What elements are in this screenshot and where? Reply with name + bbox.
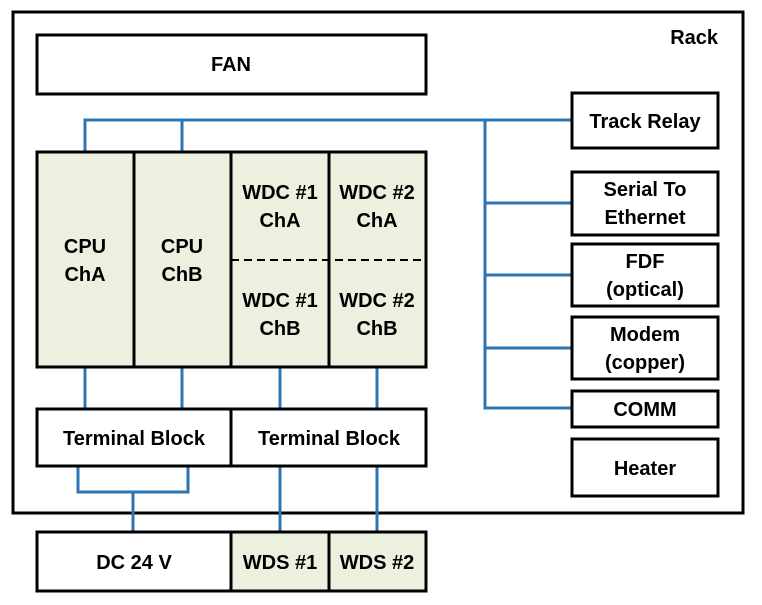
serial-to-ethernet-line2: Ethernet xyxy=(604,207,685,229)
track-relay-box xyxy=(570,91,720,150)
wdc1-cha-line2: ChA xyxy=(259,210,300,232)
dc-24v-label: DC 24 V xyxy=(96,552,172,574)
heater-box xyxy=(570,437,720,498)
wds1-box xyxy=(229,530,331,593)
comm-label: COMM xyxy=(613,399,676,421)
comm-box xyxy=(570,389,720,429)
cpu-chb-line2: ChB xyxy=(161,264,202,286)
modem-box xyxy=(570,315,720,381)
wdc2-chb-line1: WDC #2 xyxy=(339,290,415,312)
terminal-block-1 xyxy=(35,407,233,468)
cpu-cha-line1: CPU xyxy=(64,236,106,258)
wdc2-cha-line2: ChA xyxy=(356,210,397,232)
wdc2-chb-line2: ChB xyxy=(356,318,397,340)
wds2-box xyxy=(327,530,428,593)
terminal-block-2 xyxy=(229,407,428,468)
cpu-cha-module xyxy=(35,150,136,369)
wds2-label: WDS #2 xyxy=(340,552,414,574)
fdf-box xyxy=(570,242,720,308)
wdc1-chb-line2: ChB xyxy=(259,318,300,340)
wire-cpu-bus xyxy=(83,118,572,152)
serial-to-ethernet-box xyxy=(570,170,720,237)
modem-line2: (copper) xyxy=(605,352,685,374)
fan-label: FAN xyxy=(211,54,251,76)
wdc1-chb-line1: WDC #1 xyxy=(242,290,318,312)
wiring xyxy=(76,118,572,532)
fan-box xyxy=(35,33,428,96)
dc-24v-box xyxy=(35,530,233,593)
modem-line1: Modem xyxy=(610,324,680,346)
serial-to-ethernet-line1: Serial To xyxy=(604,179,687,201)
wire-comm-trunk xyxy=(483,120,572,410)
cpu-cha-line2: ChA xyxy=(64,264,105,286)
cpu-chb-module xyxy=(132,150,233,369)
wdc1-cha-line1: WDC #1 xyxy=(242,182,318,204)
terminal-block-1-label: Terminal Block xyxy=(63,428,206,450)
wds1-label: WDS #1 xyxy=(243,552,317,574)
track-relay-label: Track Relay xyxy=(589,111,701,133)
terminal-block-2-label: Terminal Block xyxy=(258,428,401,450)
fdf-line2: (optical) xyxy=(606,279,684,301)
wdc2-cha-line1: WDC #2 xyxy=(339,182,415,204)
fdf-line1: FDF xyxy=(626,251,665,273)
rack-label: Rack xyxy=(670,27,719,49)
heater-label: Heater xyxy=(614,458,676,480)
cpu-chb-line1: CPU xyxy=(161,236,203,258)
